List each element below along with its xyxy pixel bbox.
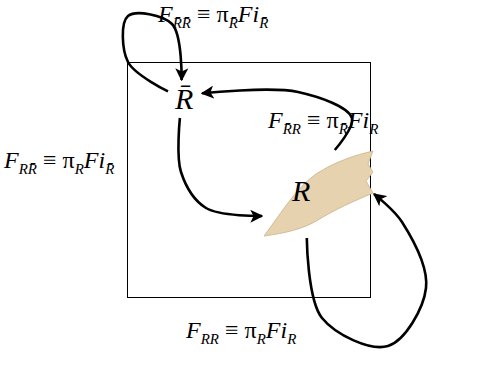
flow-arrow [123, 13, 182, 91]
state-node: R̄ [168, 80, 202, 118]
flow-arrow [202, 90, 352, 150]
flow-formula: FR̄R ≡ πR̄FiR [268, 108, 378, 132]
region-shape: R [262, 150, 374, 238]
state-label: R̄ [175, 84, 193, 114]
flow-formula: FRR ≡ πRFiR [186, 318, 296, 342]
state-label: R [292, 176, 310, 206]
flow-formula: FR̄R̄ ≡ πR̄FiR̄ [158, 2, 268, 26]
leaf-outline [262, 150, 374, 238]
flow-formula: FRR̄ ≡ πRFiR̄ [4, 148, 114, 172]
flow-arrow [307, 194, 426, 347]
leaf-fill [264, 151, 373, 236]
flow-arrow [178, 118, 262, 216]
